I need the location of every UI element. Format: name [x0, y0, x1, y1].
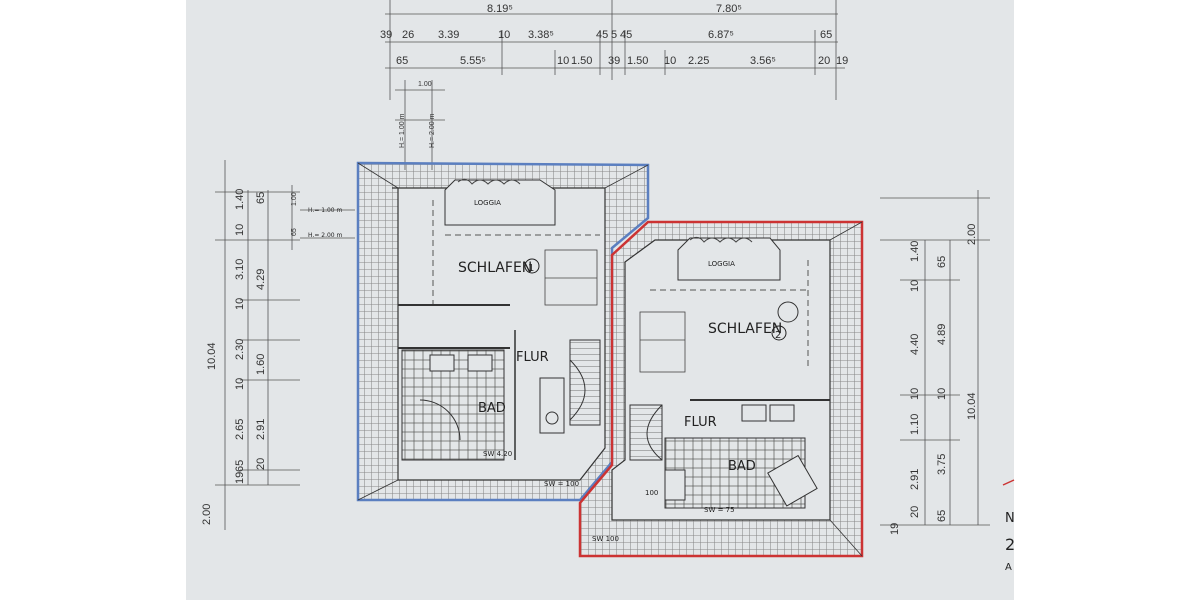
right-room-number-circle [771, 325, 787, 341]
right-stairs [629, 404, 663, 461]
toilet [664, 469, 686, 501]
left-vertical-dims [215, 160, 355, 530]
right-dim-b: 10 [909, 388, 921, 400]
dim-top-r3: 10 [664, 55, 676, 67]
left-height-note-2: H.= 2.00 m [308, 232, 343, 239]
left-dim-b: 10 [234, 298, 246, 310]
dim-top-r3: 65 [396, 55, 408, 67]
dim-top-r3: 5.55⁵ [460, 55, 486, 67]
left-dim-c: 1.60 [255, 354, 267, 375]
left-sw-note-2: SW = 100 [544, 480, 579, 488]
left-small-dim: 65 [291, 228, 298, 236]
right-dim-a: 4.40 [909, 334, 921, 355]
dim-small: 1.00 [418, 81, 432, 88]
dim-top-r3: 19 [836, 55, 848, 67]
dim-top-r3: 1.50 [627, 55, 648, 67]
left-dim-c: 4.29 [255, 269, 267, 290]
left-bath-label: BAD [478, 401, 506, 416]
dim-top-r2: 10 [498, 29, 510, 41]
left-dim-a: 2.30 [234, 339, 246, 360]
dim-top-r3: 2.25 [688, 55, 709, 67]
right-dim-b: 10 [909, 280, 921, 292]
left-small-dim: 1.00 [291, 192, 298, 206]
right-dim-b: 20 [909, 506, 921, 518]
left-dim-c: 2.91 [255, 419, 267, 440]
right-sw-note: SW = 75 [704, 506, 735, 514]
edge-text: A [1005, 562, 1012, 573]
edge-text: N [1005, 511, 1015, 526]
red-mark [1002, 479, 1015, 486]
dim-top-r2: 65 [820, 29, 832, 41]
left-stairs [569, 339, 601, 426]
left-dim-a: 2.65 [234, 419, 246, 440]
right-vertical-dims [880, 190, 990, 526]
right-bedroom-label: SCHLAFEN [708, 321, 782, 337]
left-dim-b: 10 [234, 224, 246, 236]
dim-top-r3: 1.50 [571, 55, 592, 67]
right-dim-c: 3.75 [936, 454, 948, 475]
left-dim-b: 65 [234, 460, 246, 472]
left-height-note-1: H.= 1.00 m [308, 207, 343, 214]
dim-top-r2: 26 [402, 29, 414, 41]
right-hall-label: FLUR [684, 415, 717, 430]
right-dim-b: 10 [936, 388, 948, 400]
dim-top-r3: 3.56⁵ [750, 55, 776, 67]
left-unit [356, 161, 650, 502]
right-unit [578, 220, 864, 558]
left-sw-note: SW 4.20 [483, 450, 512, 458]
left-room-number-circle [524, 258, 540, 274]
loggia-left [444, 179, 556, 226]
edge-text: 2 [1005, 535, 1015, 554]
shower [539, 377, 565, 434]
note-h1-vertical: H.= 1.00 m [399, 113, 406, 148]
left-dim-b: 20 [255, 458, 267, 470]
left-hall-label: FLUR [516, 350, 549, 365]
dim-top-r3: 39 [608, 55, 620, 67]
tub [767, 454, 818, 507]
left-dim-b: 10 [234, 378, 246, 390]
dim-top-r3: 20 [818, 55, 830, 67]
dim-top-r2: 39 [380, 29, 392, 41]
left-dim-bottom: 2.00 [201, 504, 213, 525]
left-dim-a: 1.40 [234, 189, 246, 210]
right-dim-a: 1.10 [909, 414, 921, 435]
sink [741, 404, 767, 422]
right-dim-b: 65 [936, 256, 948, 268]
dim-top-r2: 6.87⁵ [708, 29, 734, 41]
sink [769, 404, 795, 422]
left-loggia-label: LOGGIA [474, 199, 501, 207]
right-dim-c: 4.89 [936, 324, 948, 345]
dim-top-left-total: 8.19⁵ [487, 3, 513, 15]
right-note: 100 [645, 489, 658, 497]
left-bedroom-label: SCHLAFEN [458, 260, 532, 276]
note-h2-vertical: H.= 2.00 m [429, 113, 436, 148]
left-bedroom-number: 1 [528, 263, 534, 274]
dim-top-r3: 10 [557, 55, 569, 67]
left-dim-b: 19 [234, 472, 246, 484]
right-dim-total: 10.04 [966, 392, 978, 420]
left-dim-a: 3.10 [234, 259, 246, 280]
dim-top-r2: 3.39 [438, 29, 459, 41]
top-dimension-lines [385, 0, 845, 170]
dim-top-r2: 5 [611, 29, 617, 41]
right-bedroom-number: 2 [775, 330, 781, 341]
dim-top-r2: 45 [620, 29, 632, 41]
sink [429, 354, 455, 372]
dim-top-r2: 45 [596, 29, 608, 41]
right-dim-b: 65 [936, 510, 948, 522]
sink [467, 354, 493, 372]
right-loggia-label: LOGGIA [708, 260, 735, 268]
dim-top-r2: 3.38⁵ [528, 29, 554, 41]
right-sw-note-2: SW 100 [592, 535, 619, 543]
dim-top-right-total: 7.80⁵ [716, 3, 742, 15]
loggia-right [677, 237, 781, 281]
left-dim-b: 65 [255, 192, 267, 204]
right-bath-label: BAD [728, 459, 756, 474]
right-dim-b: 19 [889, 523, 901, 535]
right-dim-a: 2.91 [909, 469, 921, 490]
right-dim-top: 2.00 [966, 224, 978, 245]
right-dim-a: 1.40 [909, 241, 921, 262]
left-dim-total: 10.04 [206, 342, 218, 370]
